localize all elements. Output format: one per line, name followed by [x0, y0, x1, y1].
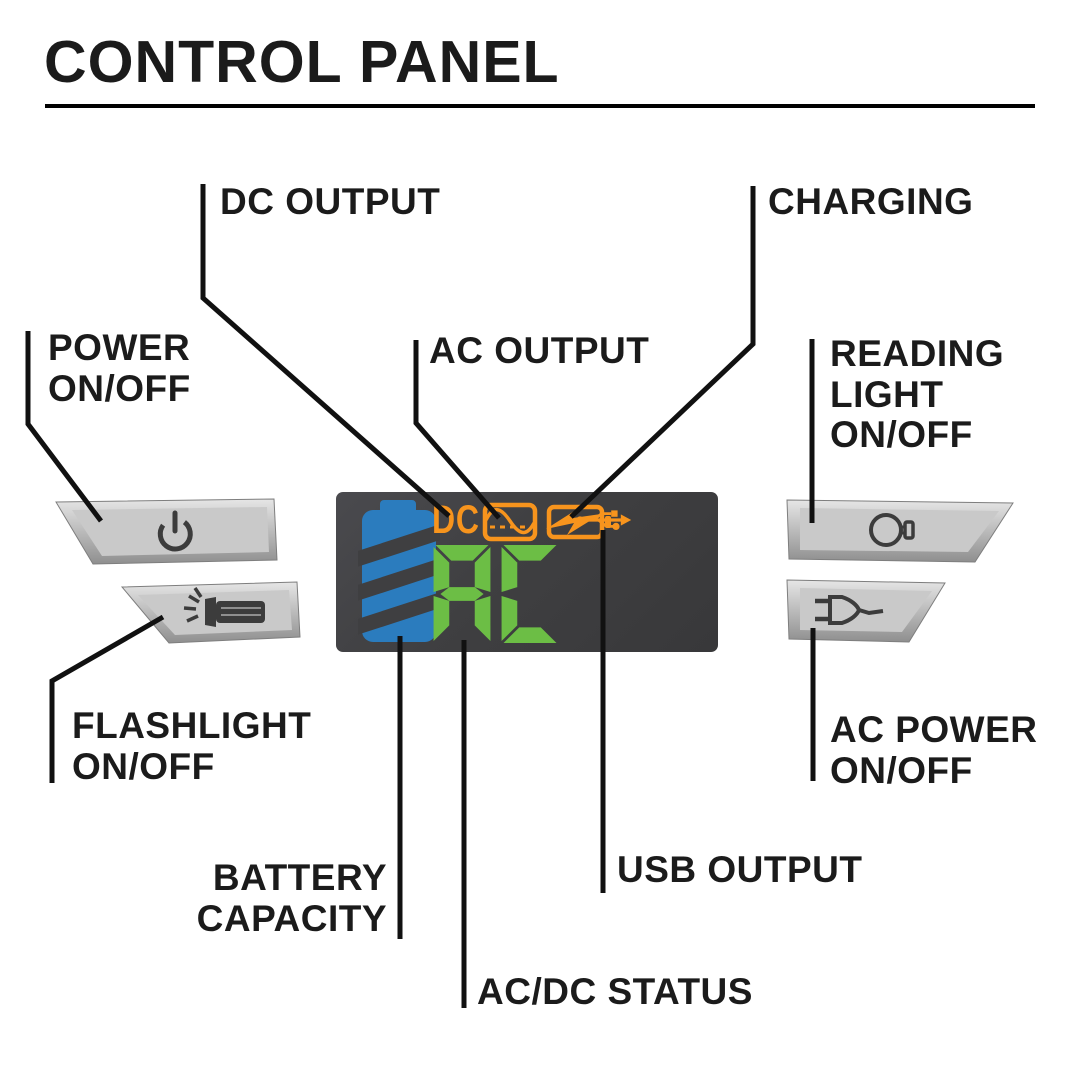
- label-ac-output: AC OUTPUT: [429, 330, 650, 371]
- ac-output-icon: [482, 502, 538, 542]
- label-dc-output: DC OUTPUT: [220, 181, 441, 222]
- title-underline: [45, 104, 1035, 108]
- bulb-icon: [869, 513, 915, 547]
- ac-power-button[interactable]: [784, 576, 950, 655]
- dc-indicator-text: DC: [432, 498, 480, 542]
- usb-icon: [576, 510, 632, 530]
- label-power-onoff: POWER ON/OFF: [48, 327, 191, 409]
- reading-light-button[interactable]: [784, 496, 1018, 575]
- label-ac-power-onoff: AC POWER ON/OFF: [830, 709, 1038, 791]
- lcd-display: AC DC: [336, 492, 718, 652]
- battery-capacity-icon: [358, 500, 440, 642]
- label-reading-light-onoff: READING LIGHT ON/OFF: [830, 333, 1005, 456]
- label-battery-capacity: BATTERY CAPACITY: [196, 857, 387, 939]
- label-flashlight-onoff: FLASHLIGHT ON/OFF: [72, 705, 312, 787]
- label-usb-output: USB OUTPUT: [617, 849, 863, 890]
- page-title: CONTROL PANEL: [44, 29, 560, 95]
- plug-icon: [815, 595, 884, 625]
- power-button[interactable]: [48, 496, 280, 575]
- seven-segment-char-c: [501, 544, 557, 644]
- label-charging: CHARGING: [768, 181, 974, 222]
- power-icon: [157, 510, 193, 552]
- seven-segment-char-a: [433, 544, 491, 642]
- label-ac-dc-status: AC/DC STATUS: [477, 971, 753, 1012]
- flashlight-button[interactable]: [117, 579, 303, 654]
- flashlight-icon: [183, 587, 265, 627]
- leader-dc-output-line: [200, 184, 451, 518]
